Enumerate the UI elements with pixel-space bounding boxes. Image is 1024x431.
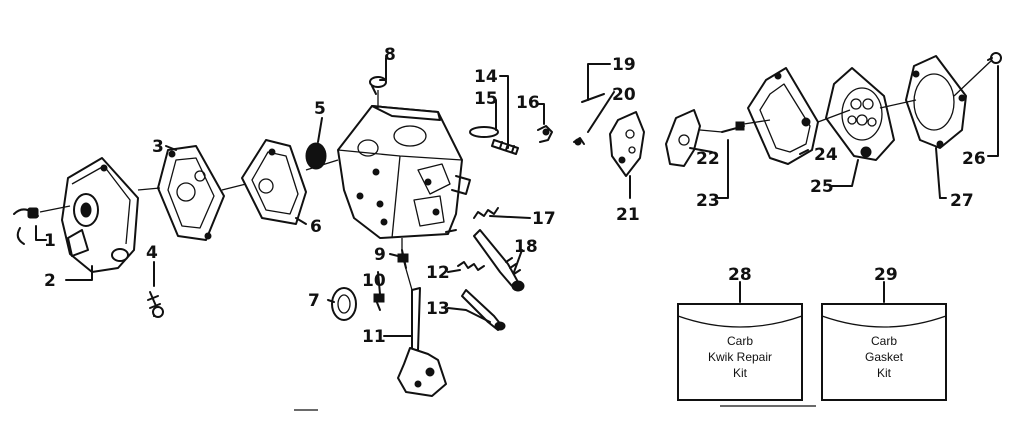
part-11-throttle	[397, 287, 447, 397]
callout-7: 7	[308, 291, 320, 311]
part-17-spring	[473, 207, 499, 219]
callout-23: 23	[696, 191, 720, 211]
kit-29-line-3: Kit	[877, 366, 892, 380]
part-20-spring	[573, 137, 585, 146]
part-22-plate	[665, 109, 701, 167]
part-4-screw	[147, 291, 164, 318]
callout-9: 9	[374, 245, 386, 265]
callout-10: 10	[362, 271, 386, 291]
part-9-bushing	[397, 249, 409, 269]
part-13-needle	[461, 289, 506, 331]
callout-18: 18	[514, 237, 538, 257]
callout-25: 25	[810, 177, 834, 197]
part-27-cover	[905, 55, 967, 149]
callout-24: 24	[814, 145, 838, 165]
kit-28-line-3: Kit	[733, 366, 748, 380]
part-25-diaphragm	[825, 67, 895, 161]
part-24-gasket	[747, 67, 819, 165]
leader-lines	[35, 57, 999, 337]
kit-28-line-1: Carb	[727, 334, 753, 348]
callout-4: 4	[146, 243, 158, 263]
part-21-plate	[609, 111, 645, 177]
part-6-diaphragm	[241, 139, 307, 225]
kit-29-package	[821, 303, 947, 401]
assembly-axis-lines	[39, 59, 993, 291]
part-14-15-inlet	[469, 126, 519, 155]
part-1-screw	[13, 207, 39, 245]
callout-6: 6	[310, 217, 322, 237]
part-18-needle	[473, 229, 525, 292]
kit-29-number: 29	[874, 265, 898, 285]
callout-3: 3	[152, 137, 164, 157]
part-7-welch-plug	[331, 287, 357, 321]
callout-21: 21	[616, 205, 640, 225]
part-10-screw	[373, 293, 385, 311]
part-12-spring	[457, 261, 485, 271]
callout-1: 1	[44, 231, 56, 251]
part-5-ball	[305, 142, 327, 170]
callout-17: 17	[532, 209, 556, 229]
part-3-gasket	[157, 145, 225, 241]
kit-29: 29 Carb Gasket Kit	[821, 265, 947, 401]
kit-28: 28 Carb Kwik Repair Kit	[677, 265, 803, 401]
callout-26: 26	[962, 149, 986, 169]
callout-15: 15	[474, 89, 498, 109]
callout-numbers: 1 2 3 4 5 6 7 8 9 10 11 12 13 14 15 16 1…	[44, 45, 986, 347]
kit-28-line-2: Kwik Repair	[708, 350, 772, 364]
callout-12: 12	[426, 263, 450, 283]
kit-28-number: 28	[728, 265, 752, 285]
callout-22: 22	[696, 149, 720, 169]
carburetor-body	[337, 105, 471, 239]
callout-11: 11	[362, 327, 386, 347]
callout-14: 14	[474, 67, 498, 87]
callout-2: 2	[44, 271, 56, 291]
part-23-pin	[721, 121, 745, 133]
part-16-pin	[537, 125, 553, 143]
callout-13: 13	[426, 299, 450, 319]
callout-19: 19	[612, 55, 636, 75]
part-19-lever	[581, 93, 605, 103]
part-26-screw	[987, 52, 1002, 64]
callout-8: 8	[384, 45, 396, 65]
part-2-cover	[61, 157, 139, 273]
kit-28-package	[677, 303, 803, 401]
callout-27: 27	[950, 191, 974, 211]
callout-20: 20	[612, 85, 636, 105]
kit-29-line-1: Carb	[871, 334, 897, 348]
callout-5: 5	[314, 99, 326, 119]
callout-16: 16	[516, 93, 540, 113]
kit-29-line-2: Gasket	[865, 350, 904, 364]
